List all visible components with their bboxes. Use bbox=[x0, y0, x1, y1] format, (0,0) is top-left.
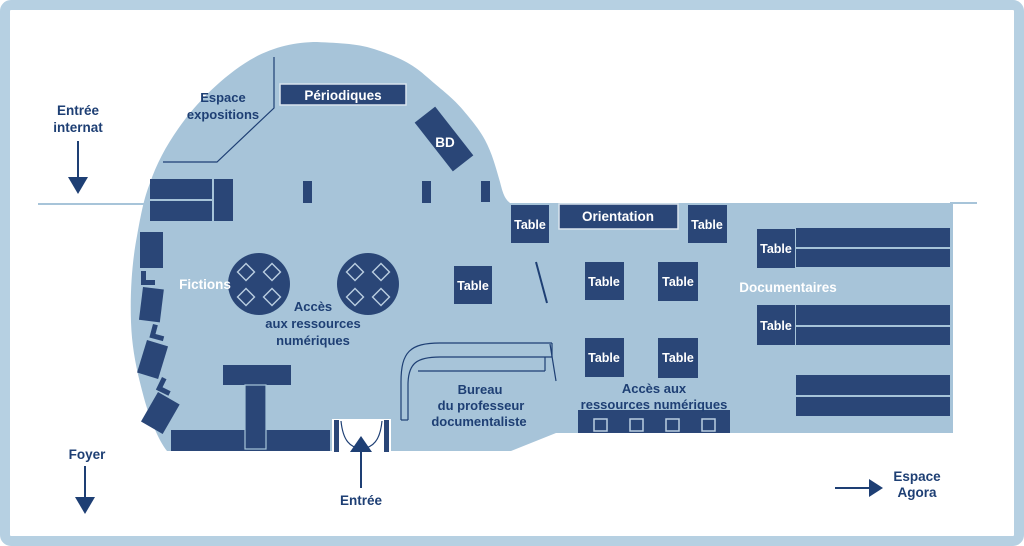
espace-agora-label: Espace bbox=[893, 469, 941, 484]
table-box bbox=[454, 266, 492, 304]
bureau-label: du professeur bbox=[438, 398, 525, 413]
shelf-row bbox=[796, 305, 950, 325]
table-box bbox=[757, 305, 795, 345]
acces-ressources-ouest-label: aux ressources bbox=[265, 316, 360, 331]
shelf-row bbox=[796, 327, 950, 345]
shelf-block bbox=[150, 201, 212, 221]
entree-label: Entrée bbox=[340, 493, 383, 508]
bd-shelf bbox=[414, 106, 474, 172]
library-floor bbox=[130, 42, 953, 451]
espace-expositions-label: Espace bbox=[200, 90, 246, 105]
table-label: Table bbox=[760, 242, 792, 256]
orientation-sign bbox=[558, 203, 679, 230]
acces-ressources-est-label: Accès aux bbox=[622, 381, 687, 396]
corner-marker-icon bbox=[149, 324, 165, 342]
corner-marker-icon bbox=[155, 377, 171, 396]
foyer-label: Foyer bbox=[69, 447, 107, 462]
expositions-boundary-line bbox=[163, 57, 275, 163]
table-label: Table bbox=[588, 351, 620, 365]
down-arrow-icon bbox=[75, 466, 95, 514]
shelf-block bbox=[140, 232, 163, 268]
round-table bbox=[337, 253, 399, 315]
espace-agora-label: Agora bbox=[897, 485, 936, 500]
computer-stations bbox=[578, 410, 730, 433]
round-table bbox=[228, 253, 290, 315]
shelf-row bbox=[796, 375, 950, 395]
bd-label: BD bbox=[435, 135, 455, 150]
shelf-row bbox=[796, 397, 950, 416]
table-box bbox=[658, 338, 698, 378]
t-table-stem bbox=[244, 384, 267, 450]
partition-line bbox=[535, 261, 548, 304]
entree-internat-label: Entrée bbox=[57, 103, 100, 118]
table-label: Table bbox=[662, 275, 694, 289]
table-label: Table bbox=[588, 275, 620, 289]
table-label: Table bbox=[457, 279, 489, 293]
acces-ressources-est-label: ressources numériques bbox=[581, 397, 728, 412]
orientation-label: Orientation bbox=[582, 209, 654, 224]
periodiques-label: Périodiques bbox=[304, 88, 381, 103]
shelf-row bbox=[796, 249, 950, 267]
pillar bbox=[303, 181, 312, 203]
espace-expositions-label: expositions bbox=[187, 107, 259, 122]
table-box bbox=[585, 262, 624, 300]
table-label: Table bbox=[691, 218, 723, 232]
acces-ressources-ouest-label: Accès bbox=[294, 299, 332, 314]
pillar bbox=[481, 181, 490, 202]
periodiques-sign bbox=[279, 83, 407, 106]
up-arrow-icon bbox=[350, 436, 372, 452]
table-box bbox=[757, 229, 795, 268]
shelf-block bbox=[138, 287, 164, 323]
pillar bbox=[422, 181, 431, 203]
table-label: Table bbox=[662, 351, 694, 365]
table-label: Table bbox=[760, 319, 792, 333]
bureau-label: documentaliste bbox=[431, 414, 526, 429]
table-box bbox=[511, 205, 549, 243]
shelf-block bbox=[141, 392, 180, 434]
table-box bbox=[688, 205, 727, 243]
t-table-top bbox=[223, 365, 291, 385]
acces-ressources-ouest-label: numériques bbox=[276, 333, 350, 348]
table-box bbox=[585, 338, 624, 377]
shelf-block bbox=[137, 340, 169, 379]
documentaires-label: Documentaires bbox=[739, 280, 837, 295]
shelf-row bbox=[796, 228, 950, 247]
entree-internat-label: internat bbox=[53, 120, 103, 135]
shelf-block bbox=[214, 179, 233, 221]
fictions-label: Fictions bbox=[179, 277, 231, 292]
right-arrow-icon bbox=[835, 479, 883, 497]
table-box bbox=[658, 262, 698, 301]
bureau-label: Bureau bbox=[458, 382, 503, 397]
down-arrow-icon bbox=[68, 141, 88, 194]
shelf-block bbox=[150, 179, 212, 199]
teacher-desk-outline bbox=[400, 342, 557, 421]
corner-marker-icon bbox=[141, 271, 155, 285]
table-label: Table bbox=[514, 218, 546, 232]
